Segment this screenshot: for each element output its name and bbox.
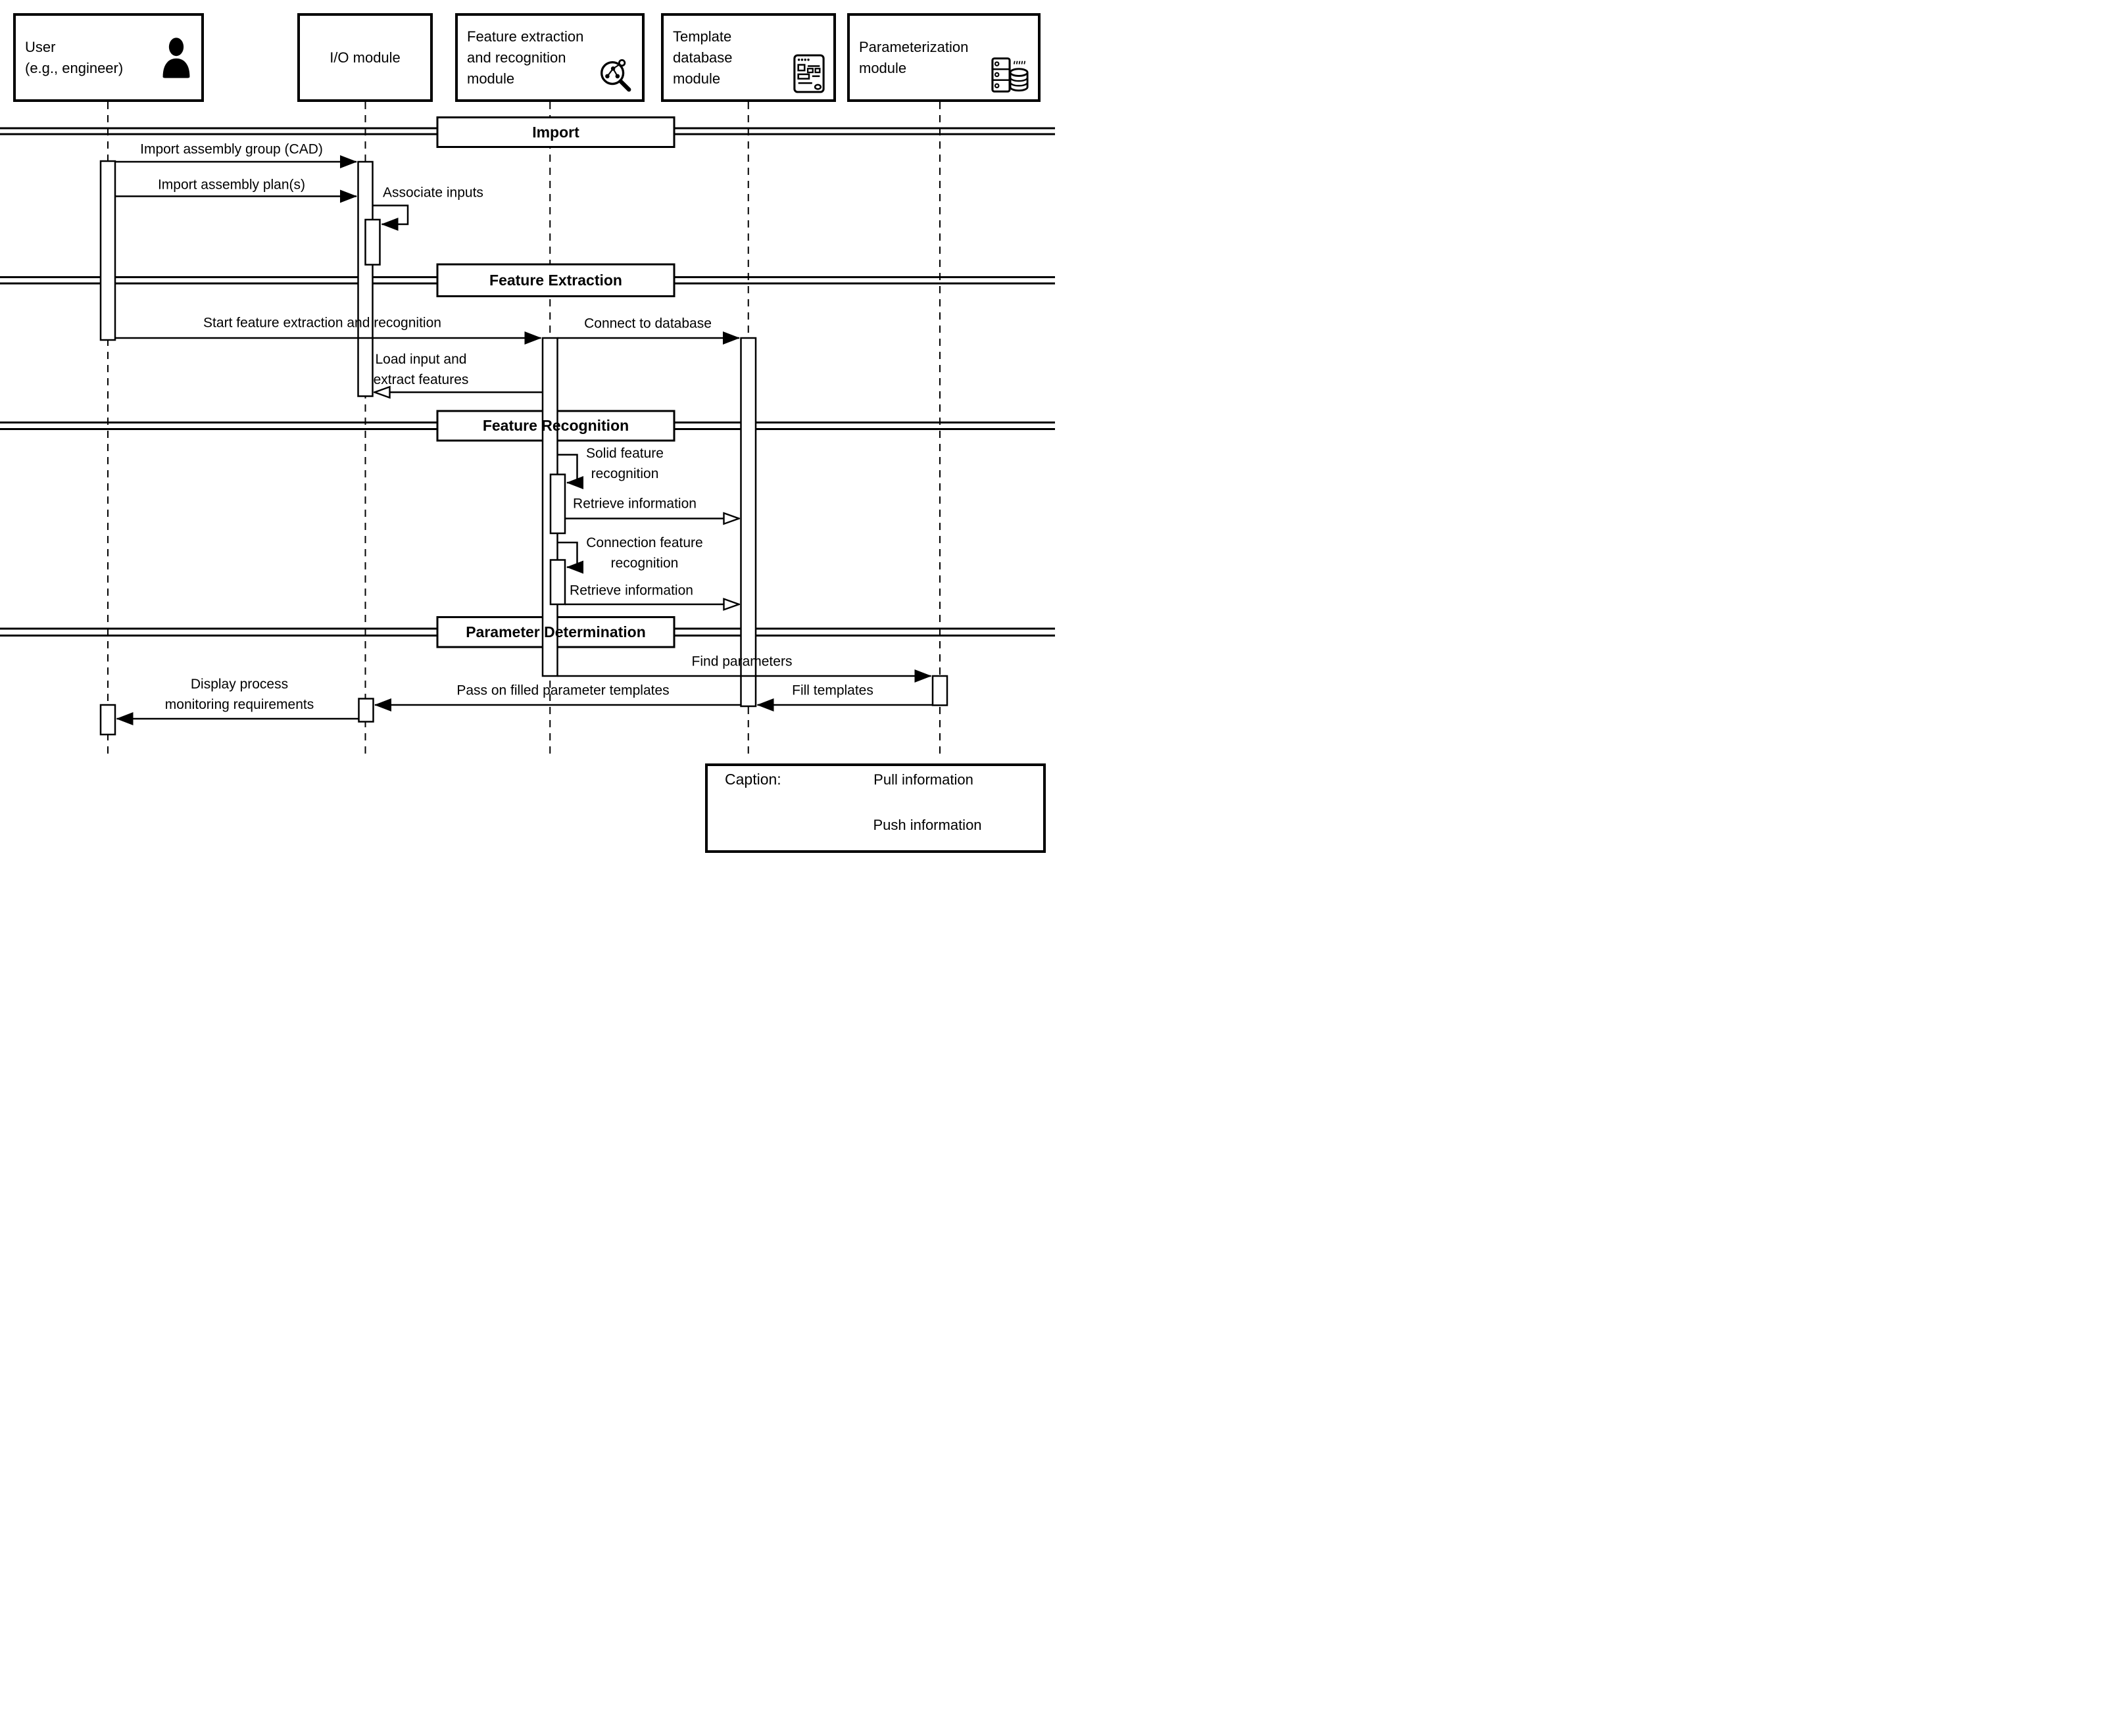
participant-user: User (e.g., engineer): [13, 13, 204, 102]
legend-pull-label: Pull information: [873, 771, 973, 788]
activation-template-db: [740, 337, 757, 708]
caption-box: [705, 763, 1046, 853]
participant-io-label: I/O module: [330, 49, 401, 66]
activation-user-small: [99, 704, 116, 736]
arrow-solid-feature-recognition-self: [557, 454, 583, 489]
activation-fe-nested-2: [549, 559, 566, 606]
phase-separator-lines: [0, 127, 1055, 637]
participant-template-db-label: Template database module: [673, 28, 733, 87]
participant-io-module: I/O module: [297, 13, 433, 102]
activation-parameterization: [931, 675, 948, 706]
server-database-icon: [991, 56, 1030, 94]
participant-feature-extraction-label: Feature extraction and recognition modul…: [467, 28, 584, 87]
participant-parameterization-module: Parameterization module: [847, 13, 1041, 102]
activation-io-nested: [364, 218, 381, 266]
activation-io-small: [358, 698, 374, 723]
template-window-icon: [793, 53, 825, 94]
participant-user-label: User (e.g., engineer): [25, 38, 124, 76]
arrow-connection-feature-recognition-self: [557, 541, 583, 574]
magnifier-network-icon: [596, 56, 634, 94]
participant-template-db-module: Template database module: [661, 13, 836, 102]
participant-feature-extraction-module: Feature extraction and recognition modul…: [455, 13, 645, 102]
message-arrows: [115, 155, 933, 725]
activation-fe-nested-1: [549, 473, 566, 535]
arrow-associate-inputs-self: [372, 205, 409, 231]
activation-user-main: [99, 160, 116, 341]
caption-title: Caption:: [725, 771, 781, 788]
legend-push-label: Push information: [873, 817, 982, 833]
diagram-graphics: [0, 102, 1055, 847]
activation-io-main: [357, 160, 374, 397]
sequence-diagram: User (e.g., engineer) I/O module Feature…: [0, 0, 1055, 868]
participant-parameterization-label: Parameterization module: [859, 38, 969, 76]
activation-bars: [99, 160, 948, 736]
person-icon: [159, 37, 193, 78]
